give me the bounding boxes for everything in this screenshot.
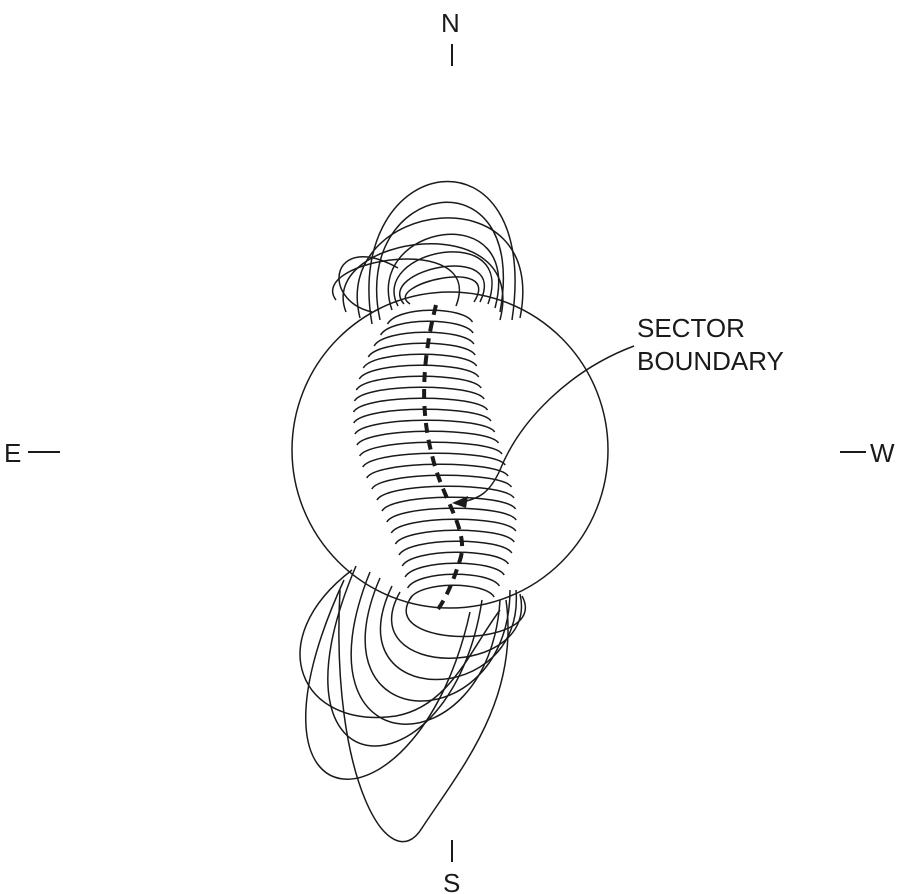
compass-north-label: N <box>441 8 460 38</box>
sector-boundary-line <box>422 304 465 614</box>
disk-loop-7 <box>353 386 485 402</box>
south-loop-outer-2 <box>338 589 509 843</box>
annotation-boundary-label: BOUNDARY <box>637 346 784 376</box>
north-loop-2 <box>356 217 524 319</box>
disk-loop-19 <box>390 518 517 534</box>
compass-south-label: S <box>443 868 460 894</box>
north-loop-side <box>338 256 399 313</box>
solar-disk <box>291 291 609 609</box>
north-loop-6 <box>404 276 480 305</box>
annotation-arrow-line <box>454 345 635 504</box>
disk-loop-25 <box>409 584 495 600</box>
disk-loop-22 <box>401 551 510 567</box>
south-field-loops <box>299 565 526 843</box>
disk-loop-9 <box>353 408 492 424</box>
south-loop-5 <box>327 565 483 747</box>
disk-loop-16 <box>376 485 515 501</box>
south-loop-4 <box>350 571 501 725</box>
disk-loop-23 <box>404 562 505 578</box>
disk-loop-17 <box>381 496 517 512</box>
disk-loop-2 <box>373 331 475 347</box>
south-loop-2 <box>379 585 517 681</box>
south-loop-outer-1 <box>299 569 501 719</box>
disk-loop-10 <box>354 419 496 435</box>
north-loop-1 <box>375 201 505 321</box>
disk-field-loops <box>352 309 517 600</box>
north-field-loops <box>332 180 524 325</box>
north-loop-4 <box>393 251 493 307</box>
north-loop-7 <box>342 243 504 321</box>
south-loop-1 <box>391 591 523 659</box>
south-loop-6 <box>304 579 471 780</box>
disk-loop-0 <box>386 309 474 325</box>
south-loop-3 <box>364 577 511 702</box>
north-loop-5 <box>399 265 485 305</box>
disk-loop-6 <box>355 375 482 391</box>
disk-loop-4 <box>362 353 478 369</box>
disk-loop-8 <box>352 397 489 413</box>
compass-east-label: E <box>4 438 21 468</box>
disk-loop-15 <box>371 474 513 490</box>
disk-loop-21 <box>398 540 513 556</box>
north-loop-8 <box>332 258 460 307</box>
disk-loop-13 <box>362 452 506 468</box>
disk-loop-5 <box>358 364 480 380</box>
north-loop-3 <box>387 233 500 311</box>
annotation-sector-label: SECTOR <box>637 313 745 343</box>
compass-west-label: W <box>870 438 895 468</box>
disk-loop-3 <box>367 342 476 358</box>
disk-loop-20 <box>394 529 515 545</box>
annotation-arrowhead-icon <box>452 496 468 508</box>
disk-loop-1 <box>379 320 474 336</box>
